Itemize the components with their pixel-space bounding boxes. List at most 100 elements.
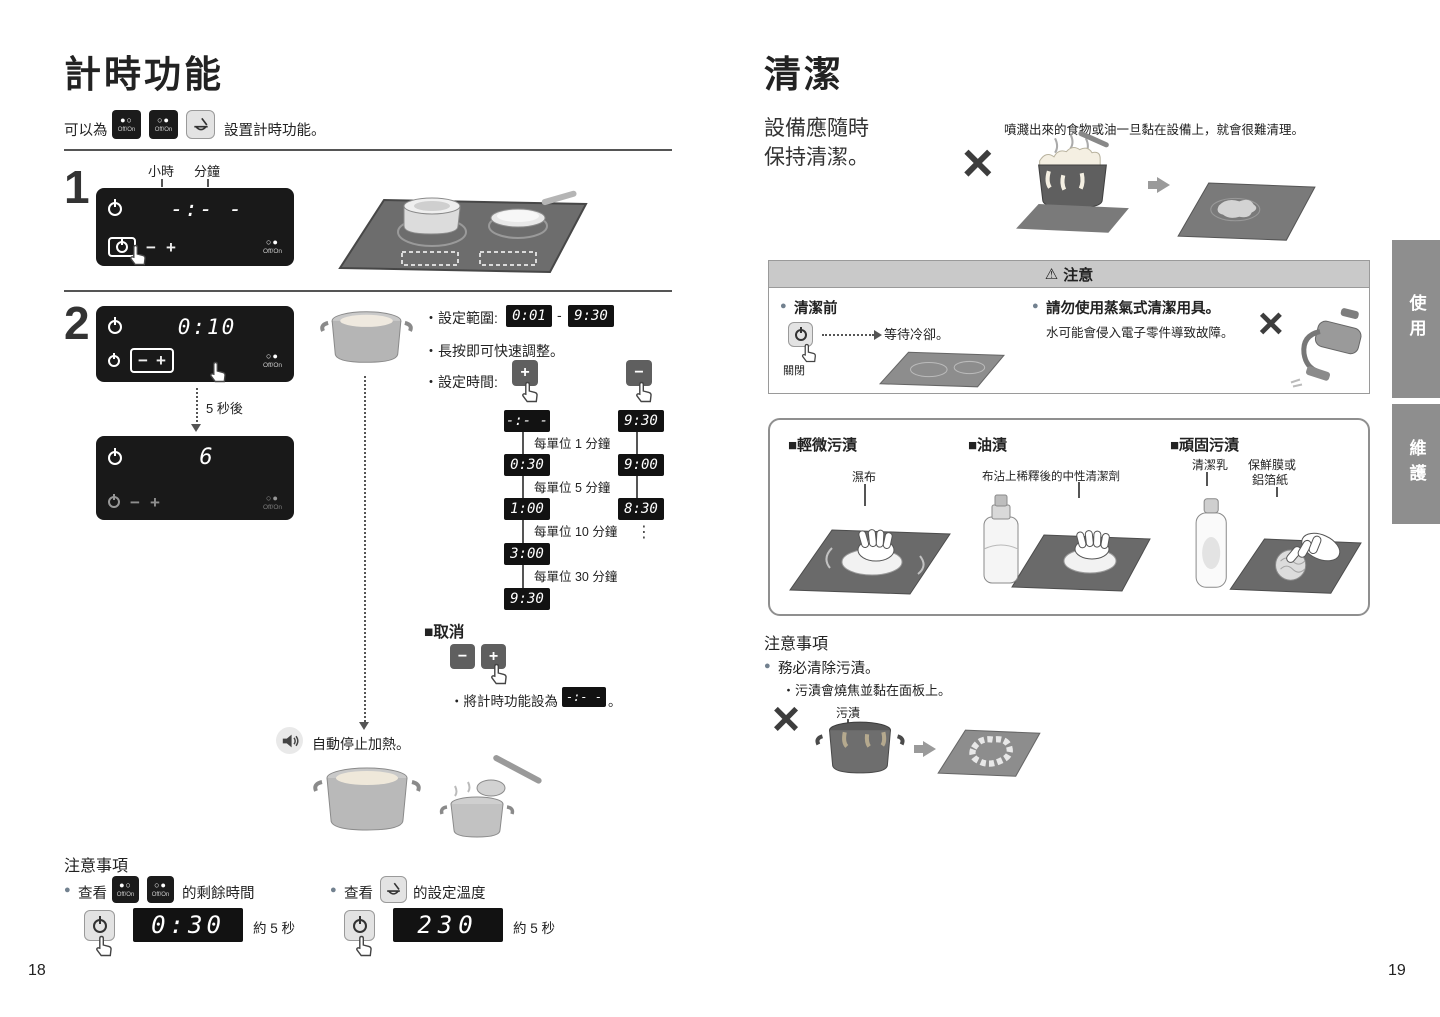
pot-illustration (320, 311, 413, 363)
plus-key: + (481, 644, 506, 669)
cancel-note-prefix: ・將計時功能設為 (450, 694, 558, 709)
chain-line (522, 520, 524, 543)
minute-label: 分鐘 (194, 164, 221, 179)
power-icon (108, 450, 122, 465)
off-on-label: Off/On (262, 361, 282, 369)
right-heater-indicator: ○● Off/On (262, 351, 282, 369)
minus-key: − (450, 644, 475, 669)
chain-line (636, 432, 638, 454)
intro-prefix: 可以為 (64, 123, 108, 139)
unit-label: 每單位 30 分鐘 (534, 570, 618, 584)
check-remaining-prefix: 查看 (78, 886, 107, 902)
intro-suffix: 設置計時功能。 (224, 123, 326, 139)
neutral-detergent-label: 布沾上稀釋後的中性清潔劑 (982, 471, 1120, 483)
before-cleaning-label: 清潔前 (794, 301, 838, 317)
temp-setting-key-icon (186, 110, 215, 139)
lcd-display: 9:30 (504, 588, 550, 610)
remove-stain-note: 務必清除污漬。 (778, 661, 880, 677)
check-temp-prefix: 查看 (344, 886, 373, 902)
timer-power-icon (108, 496, 120, 509)
lcd-display: 0:01 (506, 305, 552, 327)
lcd-display: 0:30 (504, 454, 550, 476)
power-icon (794, 328, 807, 341)
no-steam-title: 請勿使用蒸氣式清潔用具。 (1046, 301, 1220, 317)
pan-thermometer-icon (193, 117, 208, 130)
stubborn-stain-title: ■頑固污漬 (1170, 437, 1240, 454)
lcd-display: 3:00 (504, 543, 550, 565)
arrow-down-icon (359, 722, 369, 730)
off-key (788, 322, 813, 347)
keep-clean-line1: 設備應隨時 (764, 117, 869, 140)
boilover-pot-illustration (1016, 130, 1129, 233)
hand-cursor-icon (130, 244, 146, 266)
right-heater-key-icon: ○● Off/On (147, 876, 174, 903)
wrap-label-line1: 保鮮膜或 (1248, 458, 1297, 472)
temp-setting-key-icon (380, 876, 407, 903)
heater-dots: ○● (157, 115, 170, 125)
wipe-cloth-illustration (789, 529, 951, 595)
tick (207, 179, 209, 187)
minus-key: − (138, 351, 148, 370)
off-on-label: Off/On (151, 892, 170, 898)
divider (64, 290, 672, 292)
hand-cursor-icon (491, 663, 507, 685)
plus-key: + (149, 492, 160, 512)
cancel-note-suffix: 。 (608, 694, 622, 709)
duration-label: 約 5 秒 (253, 921, 296, 936)
heater-dots: ○● (154, 880, 167, 890)
detergent-wipe-illustration (983, 494, 1151, 592)
off-on-label: Off/On (262, 503, 282, 511)
lcd-display: 9:00 (618, 454, 664, 476)
chain-line (522, 432, 524, 454)
leader-line (1276, 487, 1278, 497)
timer-display: -:- - (170, 197, 244, 221)
flow-line (196, 388, 198, 422)
plus-key: + (155, 351, 166, 370)
hand-cursor-icon (636, 381, 652, 403)
heater-dots: ●○ (120, 115, 133, 125)
heater-dots: ●○ (119, 880, 132, 890)
chain-line (522, 565, 524, 588)
arrow-right-icon (914, 741, 936, 757)
hand-cursor-icon (522, 381, 538, 403)
flow-line (822, 334, 874, 336)
notes-title: 注意事項 (64, 858, 129, 875)
leader-line (864, 484, 866, 506)
control-panel-step2: 0:10 − + ○● Off/On (96, 306, 294, 382)
arrow-down-icon (191, 424, 201, 432)
hand-cursor-icon (96, 935, 112, 957)
page-title-cleaning: 清潔 (764, 54, 844, 95)
side-tab-use: 使用 (1392, 240, 1440, 398)
off-on-label: Off/On (262, 248, 282, 256)
long-press-tip: ・長按即可快速調整。 (424, 343, 564, 359)
set-time-label: ・設定時間: (424, 374, 498, 390)
heater-dots: ○● (266, 237, 279, 248)
oil-stain-title: ■油漬 (968, 437, 1008, 454)
dirty-cooktop-illustration (1177, 182, 1316, 241)
power-icon (92, 918, 107, 933)
warning-icon: ⚠ (1044, 266, 1059, 283)
chain-line (636, 476, 638, 498)
right-heater-indicator: ○● Off/On (262, 492, 282, 511)
cream-scrub-illustration (1195, 498, 1362, 594)
pots-illustration (313, 755, 542, 838)
hand-cursor-icon (801, 343, 816, 363)
speaker-icon (276, 727, 303, 754)
hand-cursor-icon (210, 361, 226, 383)
off-key-label: 關閉 (783, 365, 805, 377)
heater-dots: ○● (266, 492, 279, 503)
prohibited-icon: × (962, 133, 994, 193)
steam-cleaner-illustration (1290, 308, 1362, 388)
page-number-right: 19 (1388, 962, 1406, 979)
duration-label: 約 5 秒 (513, 921, 556, 936)
left-heater-key-icon: ●○ Off/On (112, 876, 139, 903)
auto-stop-label: 自動停止加熱。 (312, 736, 410, 752)
plus-key: + (165, 237, 176, 257)
lcd-display: 9:30 (568, 305, 614, 327)
unit-label: 每單位 1 分鐘 (534, 437, 611, 451)
flow-line (364, 376, 366, 722)
tick (161, 179, 163, 187)
left-heater-key-icon: ●○ Off/On (112, 110, 141, 139)
temp-check-key (344, 910, 375, 941)
